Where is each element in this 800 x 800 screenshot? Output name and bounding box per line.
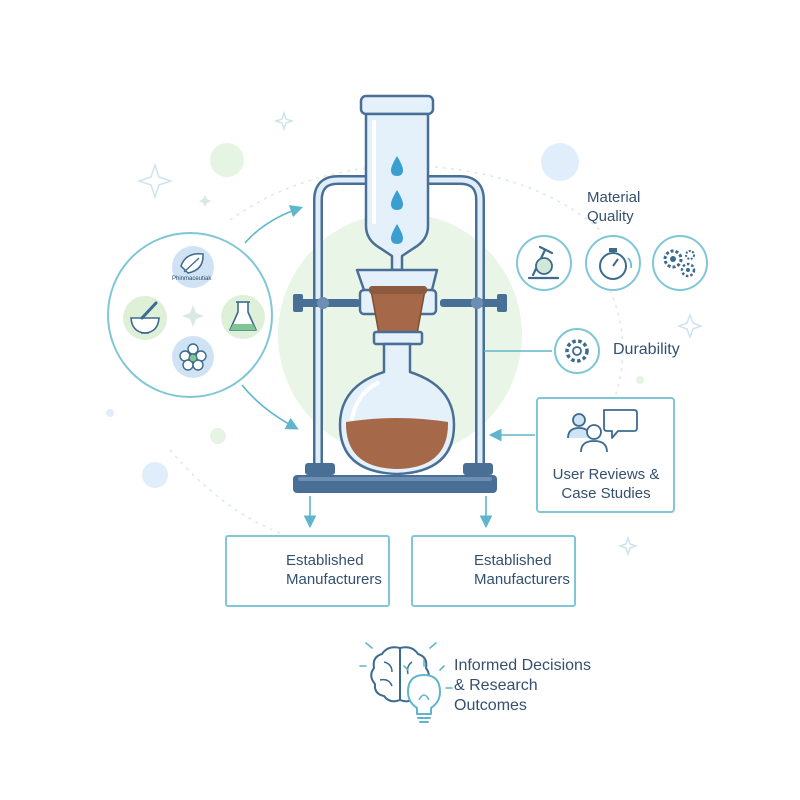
box-left-line2: Manufacturers xyxy=(286,571,382,588)
mortar-pestle-icon xyxy=(123,296,167,340)
outcome-line3: Outcomes xyxy=(454,697,527,714)
lab-apparatus xyxy=(293,94,507,493)
sparkle-icon xyxy=(617,535,639,557)
box-right-text: Established Manufacturers xyxy=(474,551,570,589)
separatory-funnel xyxy=(359,94,435,285)
box-right-line2: Manufacturers xyxy=(474,571,570,588)
stopwatch-icon xyxy=(585,235,641,291)
lightbulb-icon xyxy=(403,659,453,723)
round-bottom-flask xyxy=(338,342,456,476)
manufacturers-box-left xyxy=(225,535,390,607)
manufacturers-box-right xyxy=(411,535,576,607)
molecule-flower-icon xyxy=(172,336,214,378)
material-quality-line1: Material xyxy=(587,189,641,206)
filter-cup xyxy=(355,268,439,346)
leaf-caption: Phinmaceutiak xyxy=(172,276,212,282)
user-reviews-line1: User Reviews & xyxy=(552,466,660,483)
arrow-cluster-to-flask xyxy=(241,384,299,430)
microscope-icon xyxy=(516,235,572,291)
user-reviews-box xyxy=(536,397,675,513)
outcome-line2: & Research xyxy=(454,677,538,694)
arrow-cluster-to-funnel xyxy=(244,205,304,244)
material-quality-line2: Quality xyxy=(587,208,634,225)
left-ingredients-cluster xyxy=(107,232,273,398)
box-right-line1: Established xyxy=(474,552,552,569)
outcome-line1: Informed Decisions xyxy=(454,657,591,674)
leaf-icon xyxy=(172,246,214,288)
material-quality-icons xyxy=(516,235,708,291)
flask-icon xyxy=(221,295,265,339)
background-decorations xyxy=(106,110,704,557)
outcome-label: Informed Decisions & Research Outcomes xyxy=(454,656,591,716)
sparkle-icon xyxy=(136,162,174,200)
sparkle-icon xyxy=(182,305,204,327)
box-left-line1: Established xyxy=(286,552,364,569)
sparkle-icon xyxy=(199,195,211,207)
user-reviews-label: User Reviews & Case Studies xyxy=(549,465,663,503)
user-reviews-line2: Case Studies xyxy=(561,485,651,502)
gear-icon xyxy=(554,328,600,374)
material-quality-label: Material Quality xyxy=(587,188,640,226)
sparkle-icon xyxy=(273,110,295,132)
users-chat-icon xyxy=(567,409,638,453)
sparkle-icon xyxy=(676,312,704,340)
gears-icon xyxy=(652,235,708,291)
box-left-text: Established Manufacturers xyxy=(286,551,382,589)
durability-label: Durability xyxy=(613,341,680,358)
